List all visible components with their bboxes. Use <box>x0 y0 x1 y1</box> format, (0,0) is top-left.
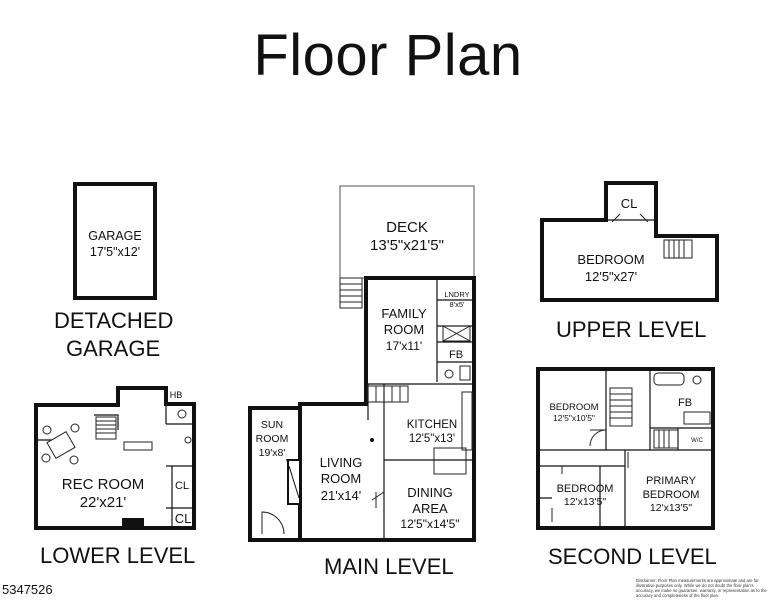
lower-stairs <box>95 416 117 440</box>
rec-room-label: REC ROOM <box>62 476 145 493</box>
garage-walls <box>73 182 157 300</box>
second-level-caption: SECOND LEVEL <box>548 544 717 569</box>
primary-bedroom-dims: 12'x13'5" <box>650 502 692 514</box>
second-bathtub-icon <box>653 372 685 386</box>
second-level-plan: BEDROOM 12'5"x10'5" FB W/C BEDROOM 12'x1… <box>536 367 715 530</box>
main-level-plan: DECK 13'5"x21'5" FAMILY ROOM 17'x11' LND… <box>248 185 476 542</box>
rec-room-dims: 22'x21' <box>80 494 127 511</box>
lower-hearth <box>123 441 153 451</box>
living-fireplace-hatch <box>288 465 300 499</box>
sun-room-label-2: ROOM <box>256 433 289 445</box>
second-door-swing <box>551 429 629 522</box>
kitchen-counter <box>461 391 473 451</box>
living-room-dims: 21'x14' <box>321 488 361 503</box>
lower-cl1-label: CL <box>175 480 189 492</box>
lndry-washer-icon <box>442 325 471 342</box>
kitchen-label: KITCHEN <box>407 419 457 431</box>
second-fb-label: FB <box>678 397 692 409</box>
kitchen-island <box>433 447 467 475</box>
second-wic-label: W/C <box>691 438 703 444</box>
lndry-label: LNDRY <box>444 290 469 299</box>
upper-bedroom-label: BEDROOM <box>577 252 644 267</box>
main-level-caption: MAIN LEVEL <box>324 554 454 579</box>
primary-bedroom-label-2: BEDROOM <box>643 489 700 501</box>
main-door-swing <box>371 491 385 508</box>
second-bedroom1-dims: 12'5"x10'5" <box>553 413 595 423</box>
upper-bedroom-dims: 12'5"x27' <box>585 269 637 284</box>
lower-level-plan: REC ROOM 22'x21' HB CL CL <box>34 386 196 530</box>
upper-cl-door-swing <box>611 213 649 223</box>
primary-bedroom-label-1: PRIMARY <box>646 475 697 487</box>
second-bedroom2-label: BEDROOM <box>557 483 614 495</box>
detached-garage-caption-line1: DETACHED <box>54 308 174 333</box>
deck-label: DECK <box>386 219 428 236</box>
disclaimer-text: Disclaimer: Floor Plan measurements are … <box>636 578 767 598</box>
lower-black-block <box>122 518 144 526</box>
sun-room-dims: 19'x8' <box>259 447 286 459</box>
main-post-icon <box>370 438 374 442</box>
deck-dims: 13'5"x21'5" <box>370 237 444 254</box>
lower-table-icon <box>41 423 80 465</box>
second-toilet-icon <box>692 375 702 385</box>
lower-hb-label: HB <box>170 390 183 400</box>
second-stairs-lower <box>653 429 679 449</box>
dining-area-dims: 12'5"x14'5" <box>400 517 459 531</box>
upper-stairs <box>663 239 693 259</box>
page-title: Floor Plan <box>253 23 523 88</box>
lower-outlet-icon <box>184 436 192 444</box>
listing-id: 5347526 <box>2 582 53 597</box>
second-stairs <box>609 387 633 427</box>
garage-label: GARAGE <box>88 229 142 243</box>
kitchen-dims: 12'5"x13' <box>409 433 455 445</box>
second-bedroom1-label: BEDROOM <box>549 402 598 413</box>
main-fb-label: FB <box>449 349 463 361</box>
main-stairs <box>367 385 409 403</box>
family-room-label-2: ROOM <box>384 322 424 337</box>
sun-room-walls <box>248 406 300 542</box>
lndry-dims: 8'x5' <box>450 300 466 309</box>
detached-garage-caption-line2: GARAGE <box>66 336 161 361</box>
upper-level-walls <box>540 181 719 302</box>
second-bedroom2-dims: 12'x13'5" <box>564 496 606 508</box>
fb-sink-icon <box>459 365 471 381</box>
upper-level-plan: CL BEDROOM 12'5"x27' <box>540 181 719 302</box>
deck-stairs <box>339 277 363 309</box>
dining-area-label-2: AREA <box>412 501 448 516</box>
living-room-label-1: LIVING <box>320 455 363 470</box>
second-vanity-icon <box>683 411 711 425</box>
family-room-label-1: FAMILY <box>381 306 427 321</box>
dining-area-label-1: DINING <box>407 485 453 500</box>
living-room-label-2: ROOM <box>321 471 361 486</box>
family-room-dims: 17'x11' <box>386 339 422 353</box>
lower-hb-fixture-icon <box>177 409 187 419</box>
lower-level-caption: LOWER LEVEL <box>40 543 196 568</box>
upper-level-caption: UPPER LEVEL <box>556 317 707 342</box>
sun-room-door-swing <box>261 511 285 535</box>
detached-garage-plan: GARAGE 17'5"x12' <box>73 182 157 300</box>
upper-cl-label: CL <box>621 196 638 211</box>
lower-interior-walls <box>36 404 194 528</box>
garage-dims: 17'5"x12' <box>90 245 140 259</box>
sun-room-label-1: SUN <box>261 419 283 431</box>
lower-cl2-label: CL <box>175 511 192 526</box>
fb-toilet-icon <box>444 369 454 379</box>
